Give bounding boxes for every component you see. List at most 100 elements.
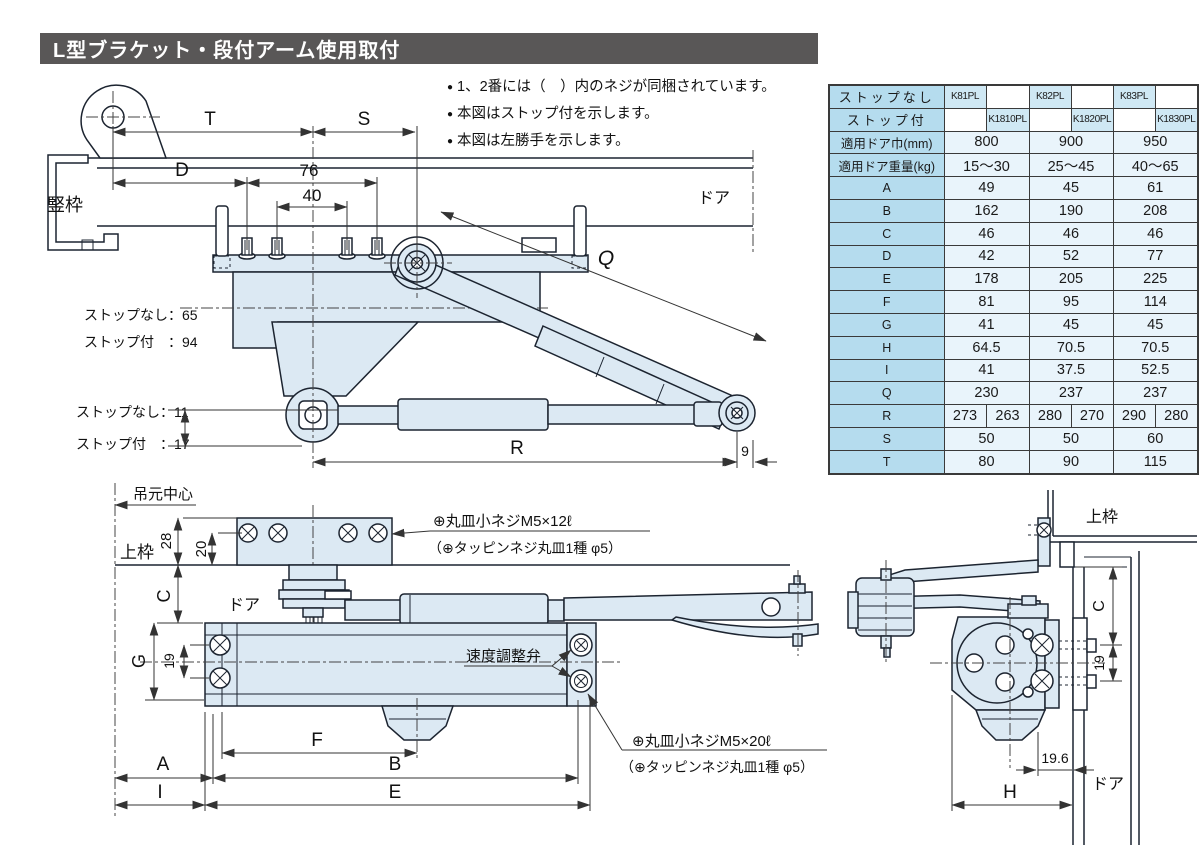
row-label: I: [828, 358, 945, 383]
value-cell: 52.5: [1112, 358, 1199, 383]
bracket-screw: [368, 523, 388, 543]
table-row: Q 230 237 237: [828, 381, 1199, 406]
table-row: S 50 50 60: [828, 426, 1199, 451]
table-row-stop-with: ストップ付 K1810PL K1820PL K1830PL: [828, 107, 1199, 132]
bullet-icon: ●: [447, 82, 454, 93]
dim-label-t: T: [204, 109, 216, 130]
value-cell: 237: [1112, 381, 1199, 406]
dim-label-76: 76: [300, 161, 319, 180]
row-label: ストップ付: [828, 107, 945, 132]
value-cell: 42: [943, 244, 1030, 269]
stop-with-center-label: ストップ付 ：94: [84, 334, 198, 350]
screw-note1-text: ⊕丸皿小ネジM5×12ℓ: [433, 513, 572, 530]
title-bar: L型ブラケット・段付アーム使用取付: [40, 33, 818, 64]
row-label: ストップなし: [828, 84, 945, 109]
row-label: 適用ドア重量(kg): [828, 153, 945, 178]
dim-label-h: H: [1003, 782, 1017, 803]
note-text: 本図はストップ付を示します。: [457, 106, 659, 122]
door-label-top: ドア: [698, 190, 730, 207]
value-cell: 50: [1028, 426, 1114, 451]
empty-cell: [1154, 84, 1199, 109]
model-cell: K83PL: [1112, 84, 1156, 109]
screw-note-top: ⊕丸皿小ネジM5×12ℓ （⊕タッピンネジ丸皿1種 φ5）: [391, 513, 650, 556]
value-cell: 41: [943, 358, 1030, 383]
l-bracket: [80, 84, 168, 159]
value-cell: 273: [943, 404, 987, 428]
dim-label-q: Q: [598, 247, 614, 270]
row-label: R: [828, 404, 945, 428]
value-cell: 41: [943, 312, 1030, 337]
dim-label-20: 20: [193, 541, 210, 558]
dim-label-e: E: [389, 782, 402, 803]
row-label: G: [828, 312, 945, 337]
dim-label-a: A: [157, 754, 170, 775]
note-item: ● 本図はストップ付を示します。: [447, 101, 822, 128]
dim-label-28: 28: [158, 533, 175, 550]
value-cell: 263: [985, 404, 1030, 428]
value-cell: 37.5: [1028, 358, 1114, 383]
bracket-screw: [338, 523, 358, 543]
stop-none-bottom-label: ストップなし：11: [76, 404, 189, 420]
dim-label-i: I: [157, 782, 162, 803]
page-title: L型ブラケット・段付アーム使用取付: [53, 40, 401, 62]
value-cell: 178: [943, 267, 1030, 292]
value-cell: 77: [1112, 244, 1199, 269]
dim-label-19-left: 19: [161, 653, 177, 669]
value-cell: 81: [943, 290, 1030, 314]
closer-body-side-view: [930, 595, 1105, 768]
model-cell: K1820PL: [1070, 107, 1114, 132]
dim-label-19-6: 19.6: [1041, 750, 1068, 766]
value-cell: 800: [943, 130, 1030, 155]
value-cell: 90: [1028, 449, 1114, 475]
dim-label-g: G: [129, 654, 149, 668]
arm-pivot-screw: [384, 230, 452, 298]
table-row: B 162 190 208: [828, 198, 1199, 223]
table-row: A 49 45 61: [828, 176, 1199, 200]
vertical-frame-section: [47, 154, 119, 251]
row-label: E: [828, 267, 945, 292]
dim-label-40: 40: [303, 186, 322, 205]
row-label: F: [828, 290, 945, 314]
row-label: A: [828, 176, 945, 200]
table-row: T 80 90 115: [828, 449, 1199, 475]
value-cell: 290: [1112, 404, 1156, 428]
body-mount-screw: [209, 634, 231, 656]
value-cell: 80: [943, 449, 1030, 475]
dim-label-c-right: C: [1091, 600, 1108, 612]
value-cell: 60: [1112, 426, 1199, 451]
stop-none-center-label: ストップなし：65: [84, 307, 198, 323]
forearm-rod: [337, 398, 723, 431]
top-frame-label-right: 上枠: [1086, 508, 1118, 526]
table-row: E 178 205 225: [828, 267, 1199, 292]
speed-valve-label: 速度調整弁: [466, 648, 541, 665]
valve-screw-side: [1030, 633, 1054, 657]
frame-vertical-label: 竪枠: [47, 195, 83, 215]
dim-label-s: S: [358, 109, 371, 130]
valve-screw-side: [1030, 669, 1054, 693]
bracket-screw: [268, 523, 288, 543]
value-cell: 115: [1112, 449, 1199, 475]
value-cell: 46: [1028, 221, 1114, 246]
value-cell: 70.5: [1112, 335, 1199, 360]
value-cell: 45: [1112, 312, 1199, 337]
dim-label-f: F: [311, 730, 323, 751]
speed-valve-screw: [569, 633, 593, 657]
table-row: G 41 45 45: [828, 312, 1199, 337]
row-label: S: [828, 426, 945, 451]
model-cell: K82PL: [1028, 84, 1072, 109]
note-item: ● 1、2番には（ ）内のネジが同梱されています。: [447, 74, 822, 101]
table-row: C 46 46 46: [828, 221, 1199, 246]
screw-note2-text: ⊕丸皿小ネジM5×20ℓ: [632, 733, 771, 750]
table-row: H 64.5 70.5 70.5: [828, 335, 1199, 360]
bottom-right-side-diagram: 上枠 ドア: [847, 490, 1197, 845]
value-cell: 46: [1112, 221, 1199, 246]
value-cell: 950: [1112, 130, 1199, 155]
speed-valve-annotation: 速度調整弁: [464, 648, 572, 678]
arm-side-view: [344, 570, 819, 656]
bottom-left-elevation-diagram: 吊元中心 上枠: [114, 483, 827, 816]
table-row: 適用ドア重量(kg) 15〜30 25〜45 40〜65: [828, 153, 1199, 178]
value-cell: 70.5: [1028, 335, 1114, 360]
value-cell: 205: [1028, 267, 1114, 292]
